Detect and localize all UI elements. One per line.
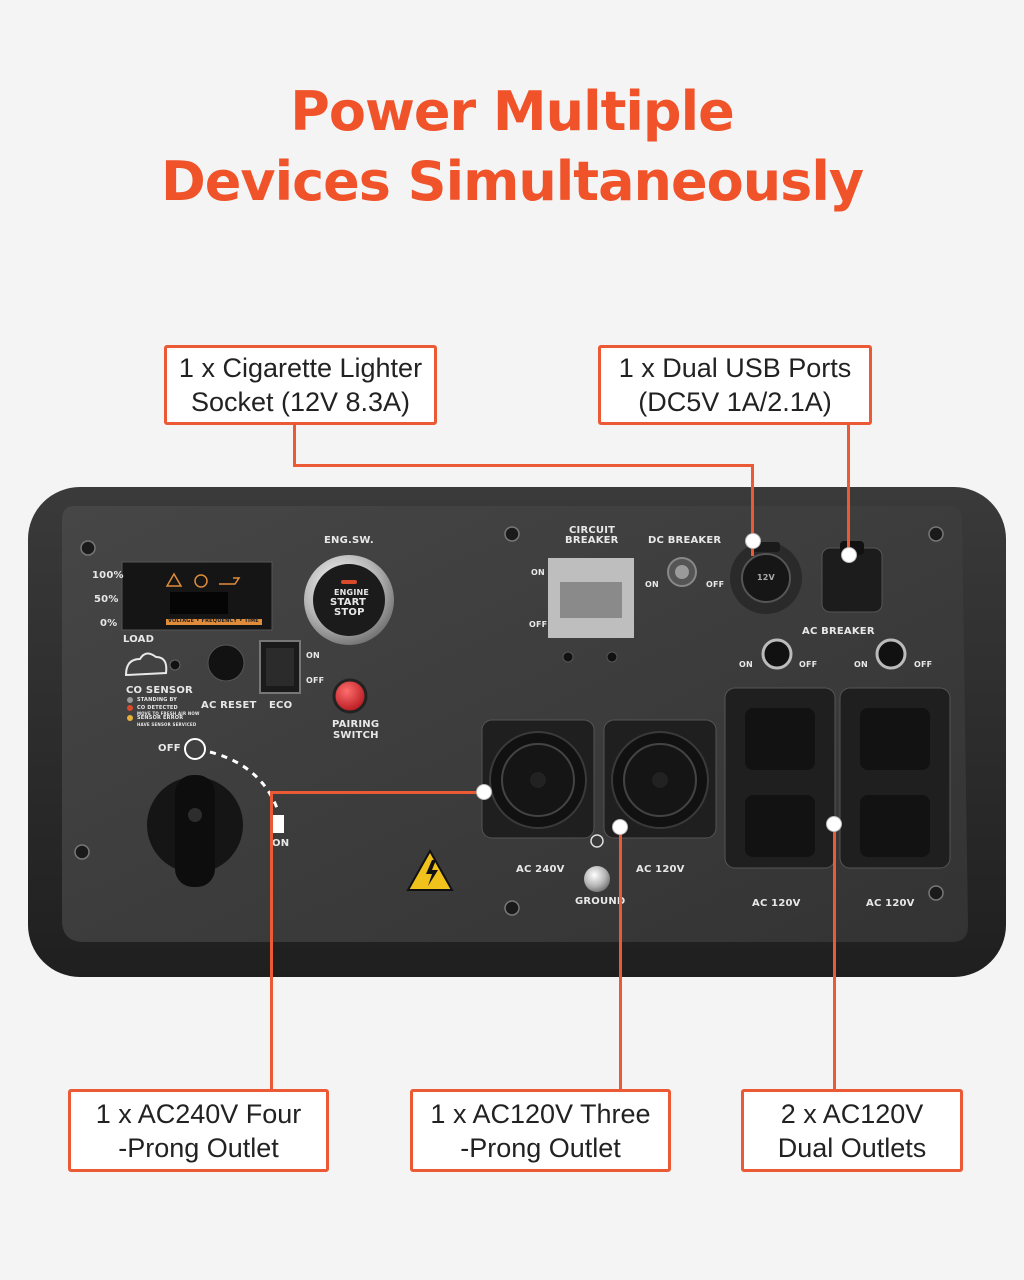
- fuel-off-label: OFF: [158, 743, 181, 754]
- fuel-on-label: ON: [272, 838, 290, 849]
- dot-ac120three: [613, 820, 627, 834]
- callout-ac120three-line1: 1 x AC120V Three: [430, 1098, 651, 1129]
- stop-label: STOP: [334, 607, 365, 618]
- ac-breaker-label: AC BREAKER: [802, 626, 875, 637]
- display-strip-label: VOLTAGE • FREQUENCY • TIME: [168, 618, 259, 624]
- ac240v-label: AC 240V: [516, 864, 565, 875]
- load-label: LOAD: [123, 634, 155, 645]
- pairing-label-2: SWITCH: [333, 730, 379, 741]
- ac120v-three-prong-label: AC 120V: [636, 864, 685, 875]
- co-service-label: HAVE SENSOR SERVICED: [137, 722, 197, 727]
- dc-breaker-on-label: ON: [645, 580, 659, 589]
- callout-ac120dual-line1: 2 x AC120V: [780, 1098, 924, 1129]
- ac120-dual-outlet-left: [724, 687, 836, 869]
- eco-off-label: OFF: [306, 676, 325, 685]
- callout-cigarette-line1: 1 x Cigarette Lighter: [178, 353, 423, 383]
- headline-line-2: Devices Simultaneously: [160, 150, 864, 213]
- leader-ac120three: [619, 826, 622, 1091]
- start-label: START: [330, 597, 367, 608]
- co-move-label: MOVE TO FRESH AIR NOW: [137, 711, 200, 716]
- leader-ac120dual: [833, 823, 836, 1091]
- dc-breaker-off-label: OFF: [706, 580, 725, 589]
- callout-usb-ports: 1 x Dual USB Ports (DC5V 1A/2.1A): [598, 345, 872, 425]
- callout-ac120-dual: 2 x AC120V Dual Outlets: [741, 1089, 963, 1172]
- leader-cigarette-v: [751, 464, 754, 556]
- ac-reset-label: AC RESET: [201, 700, 257, 711]
- leader-cigarette-h: [293, 464, 754, 467]
- power-icon: [194, 574, 208, 588]
- co-sensor-icon: [124, 652, 168, 677]
- headline-line-1: Power Multiple: [290, 80, 734, 143]
- dc-breaker-label: DC BREAKER: [648, 535, 722, 546]
- callout-cigarette-socket: 1 x Cigarette Lighter Socket (12V 8.3A): [164, 345, 437, 425]
- callout-ac240-outlet: 1 x AC240V Four -Prong Outlet: [68, 1089, 329, 1172]
- dot-ac120dual: [827, 817, 841, 831]
- ac-breaker-button-1: [761, 638, 793, 670]
- dot-cigarette: [746, 534, 760, 548]
- callout-ac120three-line2: -Prong Outlet: [460, 1132, 621, 1163]
- callout-ac120dual-line2: Dual Outlets: [777, 1132, 927, 1163]
- pct-100-label: 100%: [92, 570, 124, 581]
- leader-usb: [847, 423, 850, 555]
- circuit-breaker-on-label: ON: [531, 568, 545, 577]
- ac-breaker-2-on-label: ON: [854, 660, 868, 669]
- leader-cigarette: [293, 423, 296, 466]
- ac-breaker-2-off-label: OFF: [914, 660, 933, 669]
- engine-label: ENGINE: [334, 588, 370, 597]
- ac-breaker-1-off-label: OFF: [799, 660, 818, 669]
- ground-label: GROUND: [575, 896, 626, 907]
- ac120v-dual-left-label: AC 120V: [752, 898, 801, 909]
- screws: [74, 526, 944, 916]
- ac-breaker-1-on-label: ON: [739, 660, 753, 669]
- eng-sw-label: ENG.SW.: [324, 535, 374, 546]
- eco-on-label: ON: [306, 651, 320, 660]
- ac-breaker-button-2: [875, 638, 907, 670]
- callout-usb-line2: (DC5V 1A/2.1A): [638, 387, 832, 417]
- warning-icon: [165, 572, 183, 587]
- pct-50-label: 50%: [94, 594, 119, 605]
- callout-ac240-line2: -Prong Outlet: [118, 1132, 279, 1163]
- leader-ac240-v: [270, 791, 273, 1091]
- ac120-dual-outlet-right: [839, 687, 951, 869]
- fuel-on-icon: [270, 815, 284, 833]
- pairing-switch-button: [332, 678, 368, 714]
- ac120v-dual-right-label: AC 120V: [866, 898, 915, 909]
- leader-ac240-h: [270, 791, 485, 794]
- co-error-label: SENSOR ERROR: [137, 715, 184, 721]
- callout-usb-line1: 1 x Dual USB Ports: [618, 353, 852, 383]
- eco-label: ECO: [269, 700, 293, 711]
- ground-terminal: [584, 866, 610, 892]
- co-detected-label: CO DETECTED: [137, 705, 178, 711]
- callout-ac240-line1: 1 x AC240V Four: [95, 1098, 302, 1129]
- dot-usb: [842, 548, 856, 562]
- fuel-off-icon: [184, 738, 206, 760]
- pairing-label-1: PAIRING: [332, 719, 380, 730]
- ac-reset-knob: [207, 644, 245, 682]
- dot-ac240: [477, 785, 491, 799]
- callout-ac120-three-prong: 1 x AC120V Three -Prong Outlet: [410, 1089, 671, 1172]
- socket-12v-label: 12V: [757, 573, 775, 582]
- oil-icon: [219, 577, 241, 585]
- pct-0-label: 0%: [100, 618, 118, 629]
- circuit-breaker-off-label: OFF: [529, 620, 548, 629]
- callout-cigarette-line2: Socket (12V 8.3A): [190, 387, 411, 417]
- co-sensor-label: CO SENSOR: [126, 685, 193, 696]
- circuit-breaker-label-2: BREAKER: [565, 535, 619, 546]
- co-standby-label: STANDING BY: [137, 697, 178, 703]
- circuit-breaker-label-1: CIRCUIT: [569, 525, 616, 536]
